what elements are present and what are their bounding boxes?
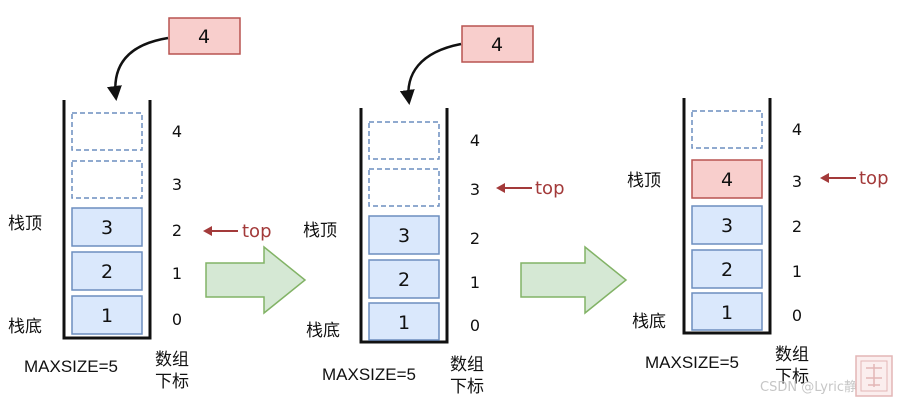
empty-slot-4 xyxy=(71,112,143,151)
array-index: 1 xyxy=(470,273,480,292)
new-top-cell xyxy=(691,159,763,199)
array-index: 2 xyxy=(470,229,480,248)
top-pointer-label: top xyxy=(535,178,565,199)
stage-3: 4 3 2 1 4 3 2 1 0 top 栈顶 栈底 MAXSIZE=5 数组… xyxy=(627,98,889,387)
transition-arrow xyxy=(520,245,628,315)
stack-bottom-label: 栈底 xyxy=(632,312,666,332)
top-arrow-head xyxy=(820,173,829,183)
pushed-element-box xyxy=(461,25,534,63)
array-index: 3 xyxy=(792,172,802,191)
stack-bottom-label: 栈底 xyxy=(8,317,42,337)
array-index: 2 xyxy=(172,221,182,240)
stage-1: 4 3 2 1 4 3 2 1 0 top 栈顶 栈底 MAXSIZE=5 数组… xyxy=(8,17,272,392)
stack-container xyxy=(62,100,152,340)
stack-cell-value: 1 xyxy=(398,312,410,334)
stack-cell-value: 1 xyxy=(721,302,733,324)
stack-top-label: 栈顶 xyxy=(627,171,661,191)
stage-2: 4 3 2 1 4 3 2 1 0 top 栈顶 栈底 MAXSIZE=5 数组… xyxy=(303,25,565,397)
top-pointer-label: top xyxy=(242,221,272,242)
index-label: 下标 xyxy=(155,372,189,392)
array-index: 1 xyxy=(172,264,182,283)
array-index: 1 xyxy=(792,262,802,281)
array-index: 4 xyxy=(470,131,480,150)
array-index: 2 xyxy=(792,217,802,236)
empty-slot-4 xyxy=(368,121,440,160)
pushed-element-box xyxy=(168,17,241,55)
stack-top-label: 栈顶 xyxy=(303,221,337,241)
array-index: 4 xyxy=(792,120,802,139)
array-index: 4 xyxy=(172,122,182,141)
index-label: 下标 xyxy=(450,377,484,397)
stack-cell xyxy=(691,292,763,331)
array-index: 0 xyxy=(470,316,480,335)
empty-slot-3 xyxy=(71,160,143,199)
stack-cell xyxy=(71,251,143,291)
pushed-element-value: 4 xyxy=(491,34,503,56)
empty-slot-4 xyxy=(691,110,763,149)
pushed-element-value: 4 xyxy=(198,26,210,48)
stack-cell-value: 2 xyxy=(101,261,113,283)
maxsize-label: MAXSIZE=5 xyxy=(645,353,739,372)
watermark: CSDN @Lyric静君 xyxy=(760,380,870,395)
stack-cell xyxy=(71,295,143,335)
top-arrow-head xyxy=(203,226,212,236)
maxsize-label: MAXSIZE=5 xyxy=(322,365,416,384)
seal-icon xyxy=(855,355,893,397)
index-label: 数组 xyxy=(155,350,189,370)
stack-cell-value: 3 xyxy=(398,225,410,247)
empty-slot-3 xyxy=(368,168,440,207)
index-label: 数组 xyxy=(775,345,809,365)
stack-cell xyxy=(368,215,440,255)
maxsize-label: MAXSIZE=5 xyxy=(24,357,118,376)
index-label: 数组 xyxy=(450,355,484,375)
stack-cell-value: 3 xyxy=(721,215,733,237)
stack-cell xyxy=(368,302,440,341)
stack-bottom-label: 栈底 xyxy=(306,321,340,341)
stack-cell-value: 1 xyxy=(101,305,113,327)
top-arrow-head xyxy=(496,183,505,193)
array-index: 3 xyxy=(470,180,480,199)
stack-cell xyxy=(691,249,763,289)
array-index: 0 xyxy=(172,310,182,329)
index-label: 下标 xyxy=(775,367,809,387)
array-index: 3 xyxy=(172,175,182,194)
stack-cell xyxy=(71,207,143,247)
stack-cell-value: 4 xyxy=(721,169,733,191)
stack-cell xyxy=(691,205,763,245)
stack-cell xyxy=(368,259,440,299)
transition-arrow xyxy=(205,245,307,315)
top-pointer-label: top xyxy=(859,168,889,189)
stack-cell-value: 2 xyxy=(721,259,733,281)
stack-cell-value: 2 xyxy=(398,269,410,291)
stack-container xyxy=(682,98,772,335)
stack-container xyxy=(359,108,449,344)
push-arrow xyxy=(399,42,462,105)
stack-top-label: 栈顶 xyxy=(8,214,42,234)
push-arrow xyxy=(106,36,169,101)
stack-cell-value: 3 xyxy=(101,217,113,239)
array-index: 0 xyxy=(792,306,802,325)
